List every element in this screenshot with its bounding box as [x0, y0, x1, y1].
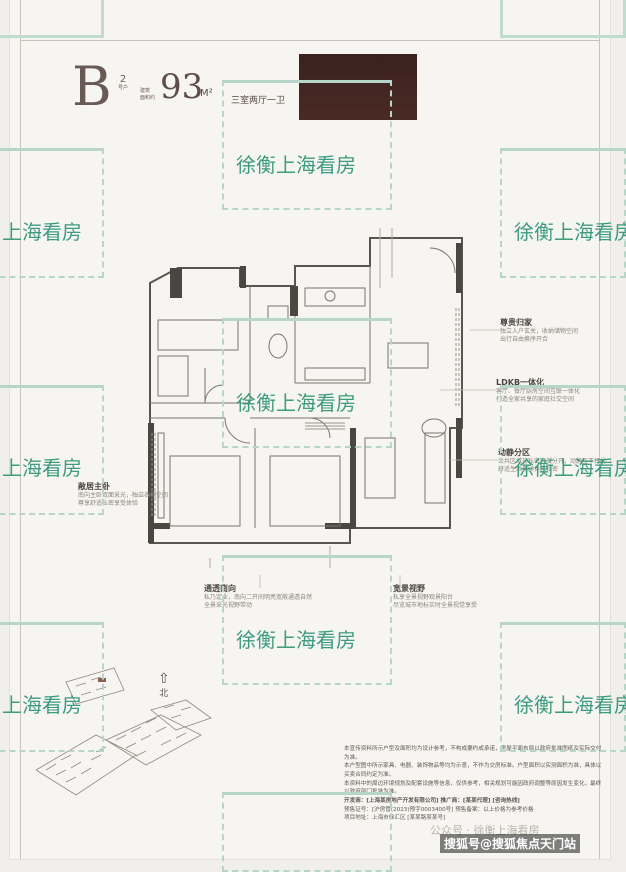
annotation-title: 宽景视野 — [393, 584, 425, 593]
margin-line-right — [599, 0, 600, 859]
watermark-frame — [0, 385, 104, 515]
watermark-text: 徐衡上海看房 — [514, 220, 626, 244]
unit-letter: B — [72, 55, 112, 118]
disclaimer-line: 项目地址：上海市徐汇区 [某某路某某号] — [344, 815, 446, 822]
watermark-text: 徐衡上海看房 — [514, 456, 626, 480]
disclaimer-line: 本户型图中所示家具、电器、装饰物品等均为示意，不作为交房标准。户型面积以实测面积… — [344, 763, 602, 778]
watermark-frame — [500, 148, 626, 278]
layout-type: 三室两厅一卫 — [231, 96, 286, 106]
watermark-frame — [0, 0, 104, 38]
annotation-wide-view: 宽景视野 私享全景视野观景阳台 尽览城市地标实时全景视觉享受 — [393, 584, 477, 610]
watermark-text: 上海看房 — [2, 693, 82, 717]
watermark-text: 徐衡上海看房 — [236, 153, 356, 177]
area-tag: 建筑 面积约 — [140, 88, 155, 101]
watermark-text: 上海看房 — [2, 220, 82, 244]
annotation-ldkb: LDKB一体化 客厅、餐厅厨房空间互联一体化 打造全家共享的家庭社交空间 — [496, 378, 580, 404]
watermark-frame — [222, 80, 392, 210]
annotation-body: 尽览城市地标实时全景视觉享受 — [393, 602, 478, 610]
footer-source-label: 搜狐号@搜狐焦点天门站 — [440, 834, 581, 853]
margin-line-top — [20, 40, 600, 41]
area-unit: M² — [200, 88, 213, 99]
area-tag-line-2: 面积约 — [140, 94, 156, 101]
watermark-frame — [500, 0, 626, 38]
annotation-body: 公共区域与私密区域分开，动静互不打扰 — [498, 458, 607, 466]
annotation-south-facing: 通透南向 私乃定业，南向二开间明亮宽敞通透自然 全景采光视野带动 — [204, 584, 312, 610]
annotation-body: 尊享舒适私密享受体验 — [78, 500, 139, 508]
annotation-master-bedroom: 敞居主卧 南向主卧双面采光，独立衣帽空间 尊享舒适私密享受体验 — [78, 482, 168, 508]
floor-plan-drawing — [148, 228, 463, 568]
annotation-body: 独立入户玄关，收纳储物空间 — [500, 328, 579, 336]
annotation-body: 南向主卧双面采光，独立衣帽空间 — [78, 492, 169, 500]
unit-number-stack: 2 号户 — [118, 74, 128, 91]
annotation-body: 舒适生活兼顾休息私密 — [498, 466, 559, 474]
annotation-title: 动静分区 — [498, 448, 530, 457]
annotation-title: 尊贵归家 — [500, 318, 532, 327]
footer-faint-watermark: 公众号 · 徐衡上海看房 — [430, 824, 540, 837]
annotation-body: 打造全家共享的家庭社交空间 — [496, 396, 575, 404]
annotation-title: LDKB一体化 — [496, 378, 545, 387]
annotation-body: 私享全景视野观景阳台 — [393, 594, 454, 602]
unit-suffix: 号户 — [118, 84, 129, 91]
north-arrow-icon: ⇧ — [158, 671, 170, 687]
annotation-body: 出行自由换序开合 — [500, 336, 549, 344]
north-label: 北 — [159, 689, 169, 699]
annotation-entry: 尊贵归家 独立入户玄关，收纳储物空间 出行自由换序开合 — [500, 318, 578, 344]
area-tag-line-1: 建筑 — [140, 88, 151, 94]
annotation-title: 敞居主卧 — [78, 482, 110, 491]
watermark-frame — [0, 622, 104, 752]
watermark-frame — [0, 148, 104, 278]
annotation-body: 全景采光视野带动 — [204, 602, 253, 610]
annotation-zoning: 动静分区 公共区域与私密区域分开，动静互不打扰 舒适生活兼顾休息私密 — [498, 448, 606, 474]
watermark-frame — [500, 622, 626, 752]
unit-number: 2 — [119, 74, 127, 85]
header-color-block — [299, 54, 417, 120]
area-value: 93 — [160, 67, 204, 107]
disclaimer-line: 预售证号：[沪房管(2023)预字0003400号] 预售备案：以上价格为参考价… — [344, 806, 534, 813]
watermark-frame — [222, 555, 392, 685]
watermark-frame — [222, 318, 392, 448]
watermark-text: 徐衡上海看房 — [236, 391, 356, 415]
disclaimer-line: 开发商：[上海某房地产开发有限公司] 推广商：[某某代理] [咨询热线] — [344, 797, 520, 804]
watermark-text: 徐衡上海看房 — [236, 628, 356, 652]
annotation-title: 通透南向 — [204, 584, 236, 593]
disclaimer-line: 本宣传资料所示户型及面积均为设计参考，不构成要约或承诺，房屋平面布局以政府批准图… — [344, 746, 602, 761]
north-indicator: ⇧ 北 — [158, 672, 170, 699]
watermark-text: 徐衡上海看房 — [514, 693, 626, 717]
watermark-frame — [500, 385, 626, 515]
watermark-frame — [222, 792, 392, 872]
annotation-body: 私乃定业，南向二开间明亮宽敞通透自然 — [204, 594, 313, 602]
annotation-body: 客厅、餐厅厨房空间互联一体化 — [496, 388, 581, 396]
watermark-text: 上海看房 — [2, 456, 82, 480]
margin-line-left — [20, 0, 21, 859]
